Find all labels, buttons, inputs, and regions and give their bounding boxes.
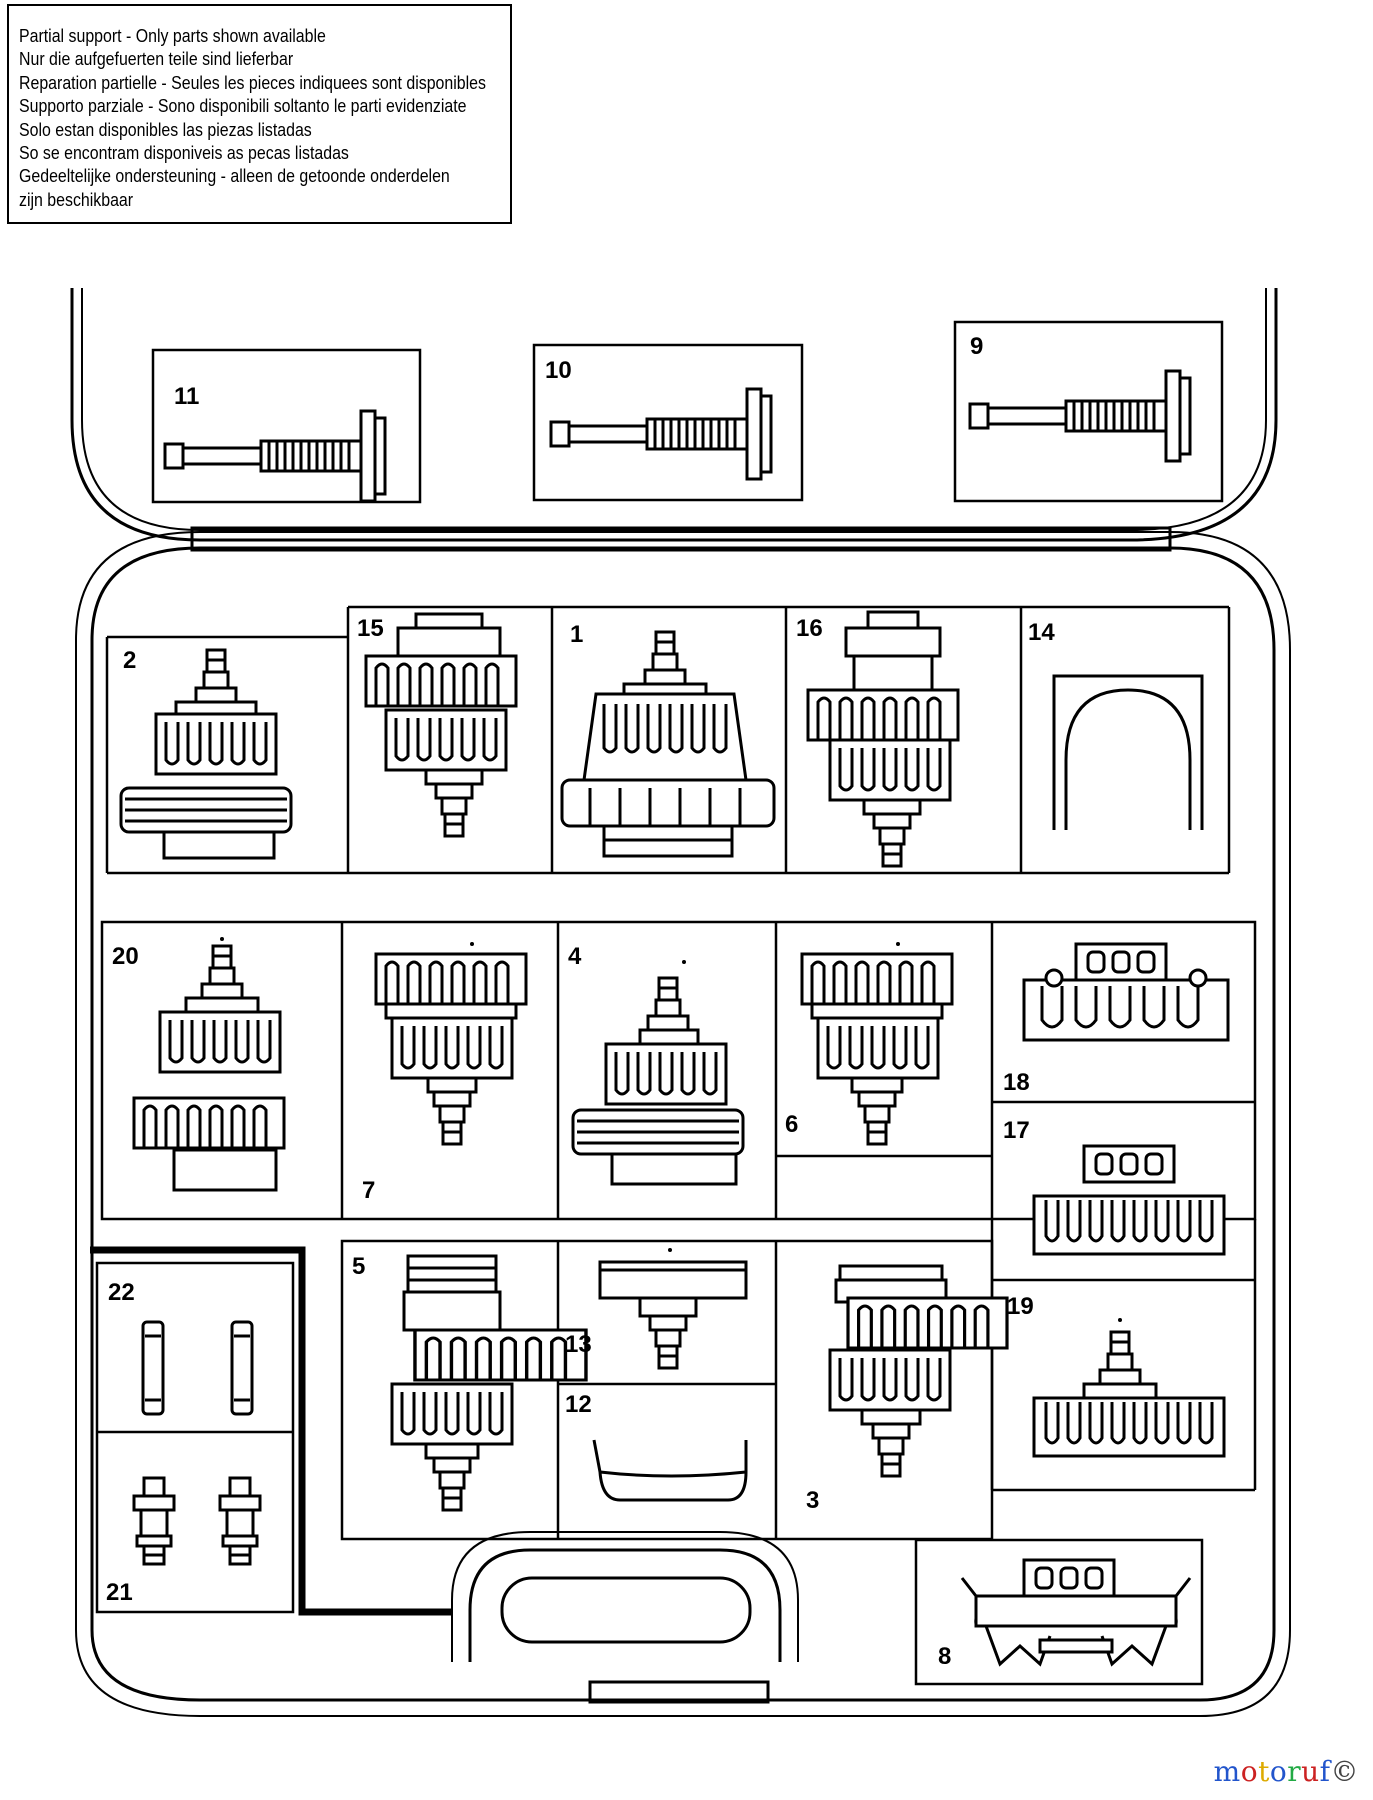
part-1-chuck xyxy=(560,630,776,858)
label-part-5: 5 xyxy=(352,1253,365,1280)
watermark-letter: u xyxy=(1301,1755,1320,1788)
notice-line: So se encontram disponiveis as pecas lis… xyxy=(19,142,349,164)
part-18-module xyxy=(1022,942,1230,1042)
part-2-chuck xyxy=(119,648,293,860)
notice-line: Partial support - Only parts shown avail… xyxy=(19,25,326,46)
watermark-letter: r xyxy=(1287,1755,1302,1788)
part-11-bit xyxy=(163,409,387,503)
case-outline xyxy=(70,288,1291,1717)
notice-line: Gedeeltelijke ondersteuning - alleen de … xyxy=(19,165,450,187)
part-7-chuck xyxy=(374,942,528,1146)
part-5-chuck xyxy=(390,1254,588,1512)
part-20-chuck xyxy=(132,937,286,1192)
notice-line: Solo estan disponibles las piezas listad… xyxy=(19,118,312,140)
label-part-2: 2 xyxy=(123,647,136,674)
watermark-letter: t xyxy=(1258,1755,1270,1788)
part-3-chuck xyxy=(828,1264,1009,1478)
part-22-sleeves xyxy=(141,1320,254,1416)
label-part-12: 12 xyxy=(565,1391,592,1418)
label-part-16: 16 xyxy=(796,615,823,642)
label-part-15: 15 xyxy=(357,615,384,642)
watermark-letter: f xyxy=(1319,1755,1331,1788)
motoruf-watermark-logo: motoruf© xyxy=(1214,1755,1359,1788)
notice-line: Nur die aufgefuerten teile sind lieferba… xyxy=(19,48,294,70)
part-4-chuck xyxy=(571,960,745,1186)
label-part-11: 11 xyxy=(174,383,199,410)
label-part-6: 6 xyxy=(785,1111,798,1138)
part-6-chuck xyxy=(800,942,954,1146)
notice-line: Reparation partielle - Seules les pieces… xyxy=(19,71,486,93)
label-part-21: 21 xyxy=(106,1579,133,1606)
label-part-3: 3 xyxy=(806,1487,819,1514)
notice-line: Supporto parziale - Sono disponibili sol… xyxy=(19,95,467,117)
availability-notice: Partial support - Only parts shown avail… xyxy=(7,4,512,224)
part-21-adapters xyxy=(132,1476,262,1566)
label-part-20: 20 xyxy=(112,943,139,970)
part-9-bit xyxy=(968,369,1192,463)
label-part-7: 7 xyxy=(362,1177,375,1204)
label-part-9: 9 xyxy=(970,333,983,360)
label-part-8: 8 xyxy=(938,1643,951,1670)
watermark-letter: m xyxy=(1213,1755,1241,1788)
part-number-labels: 11 10 9 2 15 1 16 14 20 7 4 6 18 17 19 5… xyxy=(106,333,1055,1670)
part-15-chuck xyxy=(364,612,518,838)
watermark-letter: © xyxy=(1330,1755,1359,1788)
label-part-18: 18 xyxy=(1003,1069,1030,1096)
label-part-14: 14 xyxy=(1028,619,1055,646)
part-10-bit xyxy=(549,387,773,481)
label-part-13: 13 xyxy=(565,1331,592,1358)
watermark-letter: o xyxy=(1240,1755,1259,1788)
label-part-4: 4 xyxy=(568,943,582,970)
part-17-module xyxy=(1032,1144,1226,1256)
watermark-letter: o xyxy=(1269,1755,1288,1788)
label-part-17: 17 xyxy=(1003,1117,1030,1144)
part-14-clip xyxy=(1052,674,1204,830)
label-part-1: 1 xyxy=(570,621,583,648)
part-16-chuck xyxy=(806,610,960,868)
part-8-module xyxy=(960,1558,1192,1667)
part-19-module xyxy=(1032,1318,1226,1458)
label-part-19: 19 xyxy=(1007,1293,1034,1320)
label-part-22: 22 xyxy=(108,1279,135,1306)
part-12-tray xyxy=(592,1439,748,1502)
label-part-10: 10 xyxy=(545,357,572,384)
panel-grid xyxy=(95,320,1257,1686)
notice-line: zijn beschikbaar xyxy=(19,188,134,210)
part-13-cap xyxy=(598,1248,748,1370)
